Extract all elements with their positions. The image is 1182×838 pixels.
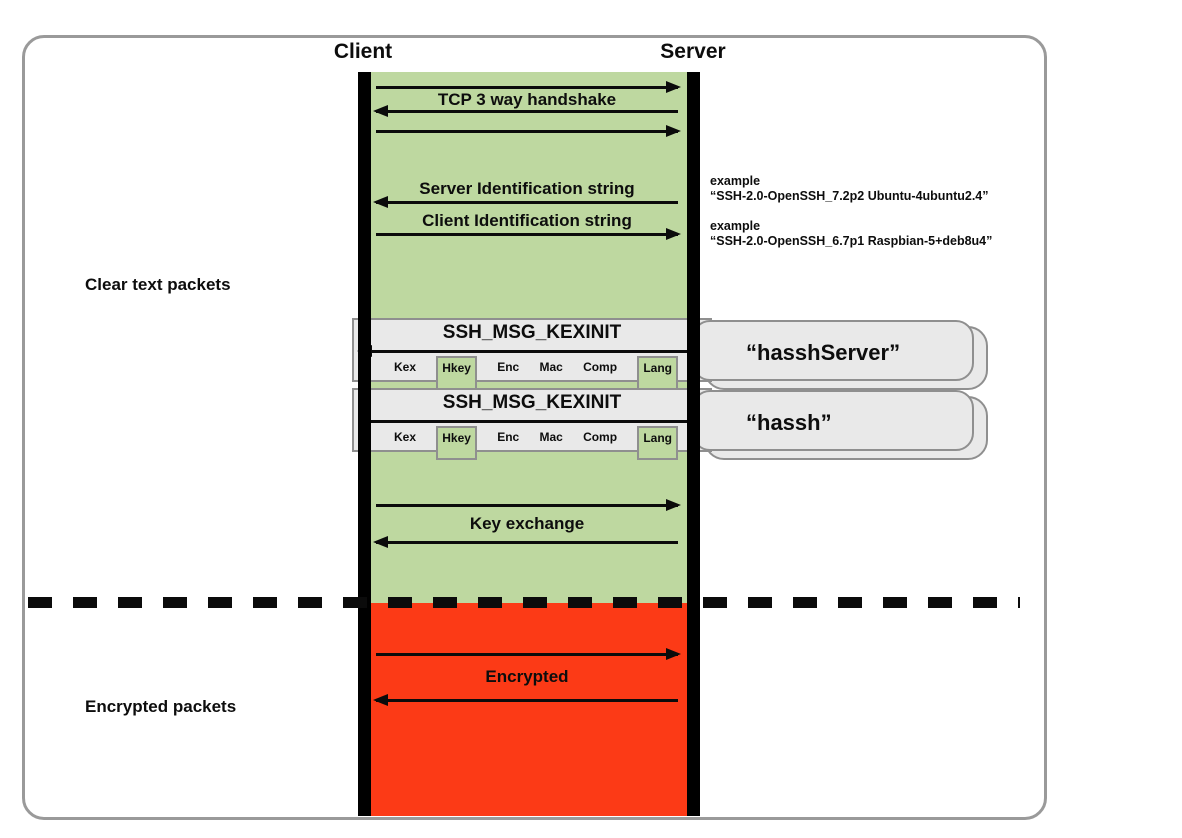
kexinit-field-mac: Mac (539, 360, 563, 374)
kexinit-field-comp: Comp (583, 430, 618, 444)
kexinit-field-lang: Lang (637, 356, 678, 390)
server-identification-example: example “SSH-2.0-OpenSSH_7.2p2 Ubuntu-4u… (710, 174, 1050, 204)
kexinit-client-title: SSH_MSG_KEXINIT (442, 392, 622, 413)
hassh-tag: “hassh” (692, 390, 974, 451)
server-title: Server (660, 40, 726, 63)
encrypted-label: Encrypted (485, 667, 569, 686)
kexinit-field-mac: Mac (539, 430, 563, 444)
tcp-synack-arrow (373, 105, 678, 117)
client-identification-example: example “SSH-2.0-OpenSSH_6.7p1 Raspbian-… (710, 219, 1050, 249)
kexinit-field-lang: Lang (637, 426, 678, 460)
client-identification-example-value: “SSH-2.0-OpenSSH_6.7p1 Raspbian-5+deb8u4… (710, 234, 993, 248)
client-lifeline (358, 72, 371, 816)
encrypted-reply-arrow (373, 694, 678, 706)
client-identification-arrow (376, 228, 681, 240)
tcp-handshake-label: TCP 3 way handshake (437, 90, 617, 109)
kexinit-client-packet: SSH_MSG_KEXINIT Kex Hkey Enc Mac Comp La… (352, 388, 712, 460)
kexinit-server-title: SSH_MSG_KEXINIT (442, 322, 622, 343)
kexinit-field-comp: Comp (583, 360, 618, 374)
kexinit-field-kex: Kex (394, 360, 417, 374)
client-identification-label: Client Identification string (422, 211, 632, 230)
server-identification-label: Server Identification string (419, 179, 635, 198)
example-caption: example (710, 219, 761, 233)
key-exchange-label: Key exchange (469, 514, 585, 533)
kexinit-field-enc: Enc (497, 360, 520, 374)
encrypted-request-arrow (376, 648, 681, 660)
kexinit-server-fields: Kex Hkey Enc Mac Comp Lang (394, 356, 678, 390)
kexinit-server-arrow (357, 345, 701, 357)
encrypted-packets-label: Encrypted packets (85, 697, 237, 716)
kexinit-field-enc: Enc (497, 430, 520, 444)
example-caption: example (710, 174, 761, 188)
kexinit-field-hkey: Hkey (436, 356, 477, 390)
encryption-boundary-line (28, 597, 1020, 608)
client-title: Client (333, 40, 393, 63)
kexinit-field-hkey: Hkey (436, 426, 477, 460)
tcp-ack-arrow (376, 125, 681, 137)
key-exchange-reply-arrow (373, 536, 678, 548)
server-lifeline (687, 72, 700, 816)
key-exchange-request-arrow (376, 499, 681, 511)
clear-text-packets-label: Clear text packets (85, 275, 231, 294)
kexinit-client-fields: Kex Hkey Enc Mac Comp Lang (394, 426, 678, 460)
tcp-syn-arrow (376, 81, 681, 93)
encrypted-band (371, 603, 687, 816)
server-identification-example-value: “SSH-2.0-OpenSSH_7.2p2 Ubuntu-4ubuntu2.4… (710, 189, 989, 203)
kexinit-client-arrow (360, 415, 704, 427)
server-identification-arrow (373, 196, 678, 208)
hassh-server-tag: “hasshServer” (692, 320, 974, 381)
kexinit-server-packet: SSH_MSG_KEXINIT Kex Hkey Enc Mac Comp La… (352, 318, 712, 390)
kexinit-field-kex: Kex (394, 430, 417, 444)
